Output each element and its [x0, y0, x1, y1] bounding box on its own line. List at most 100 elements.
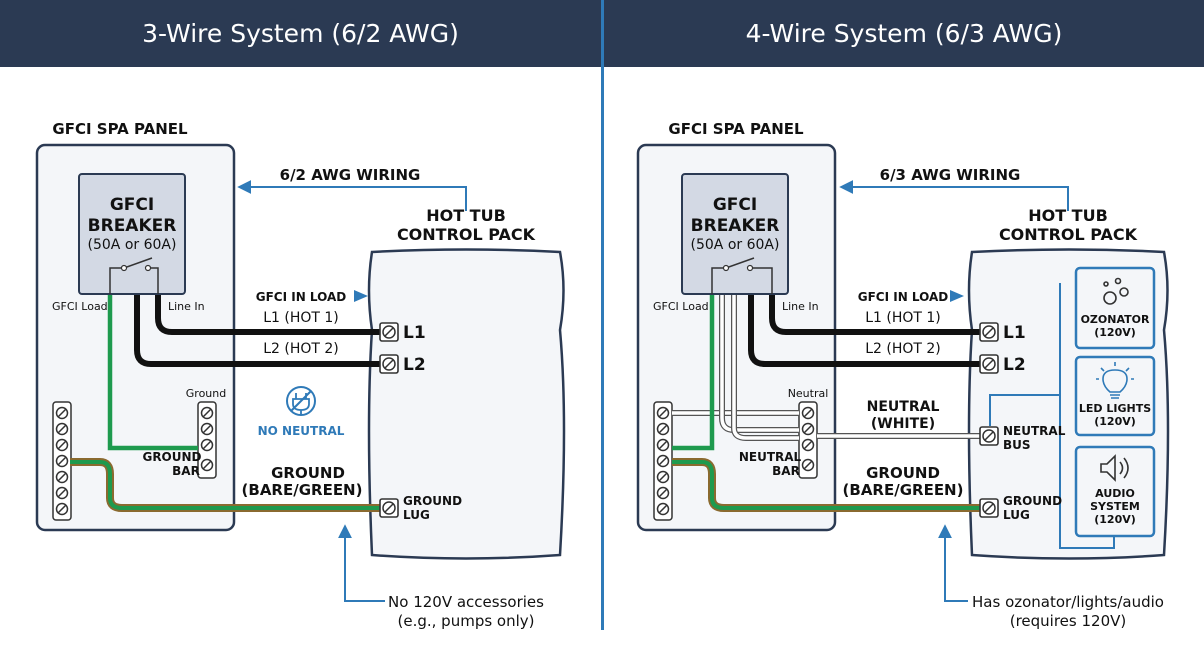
accessory-name: AUDIO	[1095, 487, 1135, 500]
breaker-switch-icon	[109, 257, 159, 294]
gfci-breaker	[681, 173, 789, 295]
wiring-arrow	[839, 180, 1069, 211]
ground-lug-label-1: GROUND	[403, 494, 462, 508]
header-3-wire-title: 3-Wire System (6/2 AWG)	[142, 19, 459, 48]
l1-terminal	[379, 322, 399, 342]
l2-terminal	[979, 354, 999, 374]
l2-hot-wire	[134, 294, 380, 367]
breaker-label-2: BREAKER	[691, 216, 780, 236]
accessory-audio-system: AUDIO SYSTEM (120V)	[1074, 445, 1156, 538]
bubbles-icon	[1103, 277, 1129, 305]
ground-wire-label-1: GROUND	[271, 464, 345, 482]
green-load-wire	[672, 294, 715, 451]
small-arrow-icon	[354, 290, 368, 302]
ground-bar-label-1: GROUND	[142, 450, 201, 464]
l2-wire-label: L2 (HOT 2)	[263, 341, 339, 357]
note-arrow	[338, 524, 385, 602]
l2-label: L2	[1003, 355, 1026, 375]
header-4-wire: 4-Wire System (6/3 AWG)	[604, 0, 1204, 67]
ground-wire-label-2: (BARE/GREEN)	[843, 481, 964, 499]
ground-lug-label-2: LUG	[1003, 508, 1030, 522]
line-in-label: Line In	[782, 300, 819, 313]
accessory-name: LED LIGHTS	[1079, 402, 1151, 415]
ground-wire-label-2: (BARE/GREEN)	[242, 481, 363, 499]
panel-3-wire: GFCI SPA PANEL HOT TUB CONTROL PACK 6/2 …	[35, 120, 566, 630]
l1-terminal	[979, 322, 999, 342]
pack-title-2: CONTROL PACK	[397, 225, 536, 244]
gfci-breaker	[78, 173, 186, 295]
l1-hot-wire	[155, 294, 380, 335]
neutral-label: Neutral	[788, 387, 829, 400]
breaker-rating: (50A or 60A)	[88, 237, 177, 253]
wiring-label: 6/3 AWG WIRING	[880, 166, 1021, 184]
accessory-name-2: SYSTEM	[1090, 500, 1140, 513]
accessory-voltage: (120V)	[1094, 326, 1136, 339]
note-line-1: No 120V accessories	[388, 593, 544, 611]
ground-lug-label-1: GROUND	[1003, 494, 1062, 508]
accessory-bus-wire	[989, 283, 1115, 549]
ground-wire	[672, 460, 980, 510]
l1-label: L1	[1003, 323, 1026, 343]
l1-hot-wire	[769, 294, 980, 335]
panel-4-wire: GFCI SPA PANEL HOT TUB CONTROL PACK 6/3 …	[636, 120, 1170, 630]
accessory-led-lights: LED LIGHTS (120V)	[1074, 355, 1156, 437]
small-arrow-icon	[950, 290, 964, 302]
pack-title-1: HOT TUB	[1028, 206, 1108, 225]
center-divider	[601, 0, 604, 630]
l1-label: L1	[403, 323, 426, 343]
neutral-wire-label-2: (WHITE)	[871, 416, 935, 432]
l2-wire-label: L2 (HOT 2)	[865, 341, 941, 357]
ground-label: Ground	[186, 387, 226, 400]
note-line-2: (requires 120V)	[1010, 612, 1127, 630]
breaker-label-2: BREAKER	[88, 216, 177, 236]
wiring-label: 6/2 AWG WIRING	[280, 166, 421, 184]
header-4-wire-title: 4-Wire System (6/3 AWG)	[745, 19, 1063, 48]
neutral-load-wire-b	[732, 294, 799, 440]
breaker-rating: (50A or 60A)	[691, 237, 780, 253]
no-neutral-label: NO NEUTRAL	[258, 424, 345, 438]
wiring-arrow	[237, 180, 467, 211]
note-arrow	[938, 524, 968, 602]
ground-lug-terminal	[379, 498, 399, 518]
header-3-wire: 3-Wire System (6/2 AWG)	[0, 0, 601, 67]
breaker-label-1: GFCI	[110, 195, 154, 215]
note-line-2: (e.g., pumps only)	[398, 612, 535, 630]
l2-hot-wire	[748, 294, 980, 367]
line-in-label: Line In	[168, 300, 205, 313]
ground-lug-label-2: LUG	[403, 508, 430, 522]
neutral-bus-label-1: NEUTRAL	[1003, 424, 1066, 438]
accessory-ozonator: OZONATOR (120V)	[1074, 266, 1156, 350]
panel-title: GFCI SPA PANEL	[52, 120, 188, 138]
pack-title-1: HOT TUB	[426, 206, 506, 225]
gfci-in-load-label: GFCI IN LOAD	[858, 290, 949, 304]
no-neutral-icon	[286, 386, 316, 416]
green-load-wire	[107, 294, 198, 451]
ground-wire	[70, 460, 380, 510]
ground-bar-label-2: BAR	[172, 464, 200, 478]
ground-wire-label-1: GROUND	[866, 464, 940, 482]
ground-lug-terminal	[979, 498, 999, 518]
pack-title-2: CONTROL PACK	[999, 225, 1138, 244]
gfci-load-label: GFCI Load	[653, 300, 709, 313]
neutral-bar-label-2: BAR	[772, 464, 800, 478]
neutral-bus-label-2: BUS	[1003, 438, 1031, 452]
neutral-bar-label-1: NEUTRAL	[739, 450, 802, 464]
breaker-label-1: GFCI	[713, 195, 757, 215]
l2-label: L2	[403, 355, 426, 375]
breaker-switch-icon	[711, 257, 773, 294]
accessory-voltage: (120V)	[1094, 415, 1136, 428]
l1-wire-label: L1 (HOT 1)	[865, 310, 941, 326]
gfci-in-load-label: GFCI IN LOAD	[256, 290, 347, 304]
note-line-1: Has ozonator/lights/audio	[972, 593, 1164, 611]
l2-terminal	[379, 354, 399, 374]
speaker-icon	[1100, 454, 1129, 482]
accessory-voltage: (120V)	[1094, 513, 1136, 526]
panel-title: GFCI SPA PANEL	[668, 120, 804, 138]
l1-wire-label: L1 (HOT 1)	[263, 310, 339, 326]
accessory-name: OZONATOR	[1081, 313, 1150, 326]
lightbulb-icon	[1096, 362, 1134, 399]
gfci-load-label: GFCI Load	[52, 300, 108, 313]
neutral-bus-terminal	[979, 426, 999, 446]
